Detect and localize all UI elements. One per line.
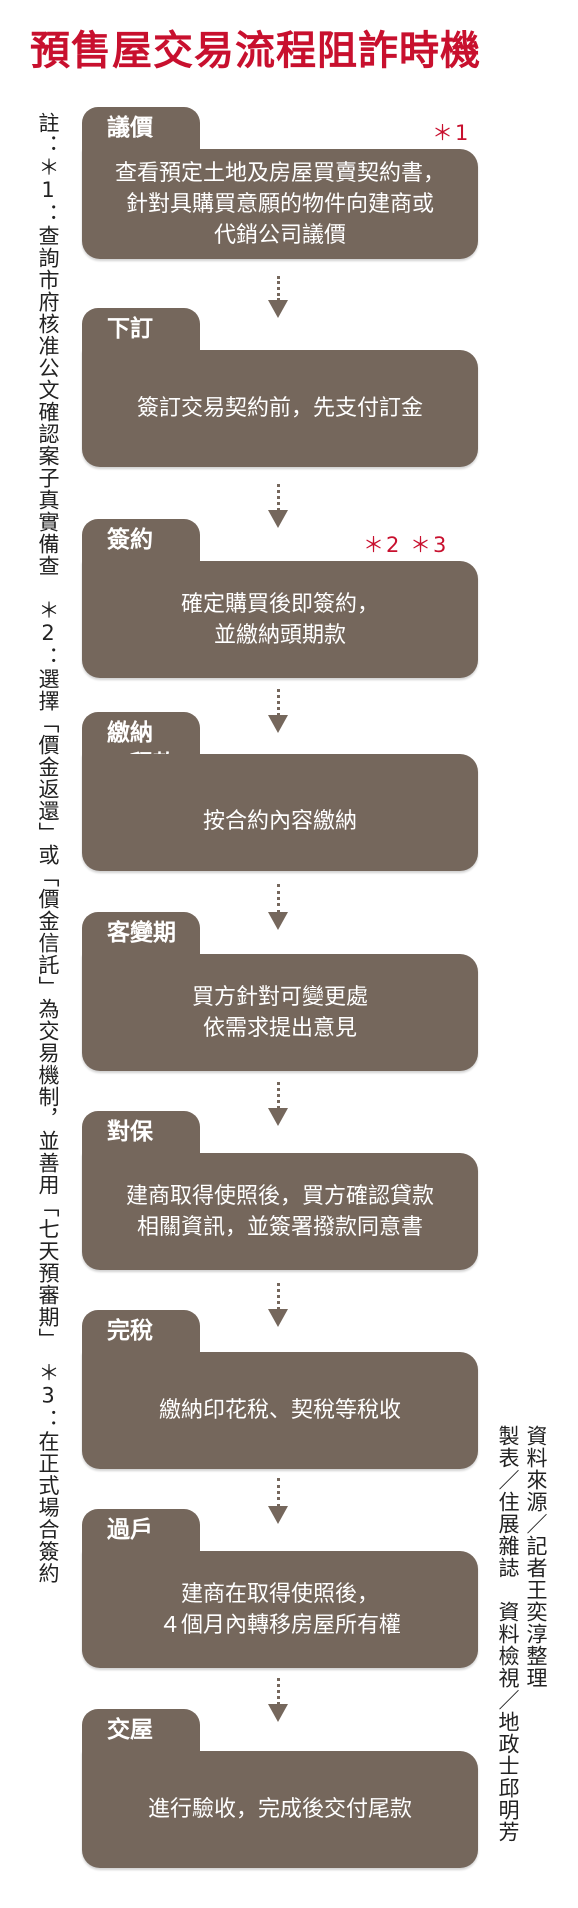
step-text: 確定購買後即簽約， 並繳納頭期款: [180, 591, 379, 648]
step-box: 按合約內容繳納: [82, 754, 478, 871]
source-credit: 資料來源／記者王奕淳整理: [524, 1425, 548, 1689]
step-box: 簽訂交易契約前，先支付訂金: [82, 350, 478, 467]
step-text: 建商取得使照後，買方確認貸款 相關資訊，並簽署撥款同意書: [125, 1183, 434, 1240]
flow-arrow: [268, 1678, 288, 1722]
page-title: 預售屋交易流程阻詐時機: [30, 27, 481, 74]
flow-arrow: [268, 884, 288, 930]
step-text: 查看預定土地及房屋買賣契約書， 針對具購買意願的物件向建商或 代銷公司議價: [114, 160, 445, 248]
step-text: 繳納印花稅、契稅等稅收: [158, 1398, 401, 1423]
step-text: 建商在取得使照後， ４個月內轉移房屋所有權: [158, 1581, 401, 1638]
step-box: 查看預定土地及房屋買賣契約書， 針對具購買意願的物件向建商或 代銷公司議價: [82, 149, 478, 259]
step-box: 進行驗收，完成後交付尾款: [82, 1751, 478, 1868]
step-box: 買方針對可變更處 依需求提出意見: [82, 954, 478, 1071]
step-text: 簽訂交易契約前，先支付訂金: [136, 396, 423, 421]
flow-arrow: [268, 689, 288, 733]
step-box: 建商在取得使照後， ４個月內轉移房屋所有權: [82, 1551, 478, 1668]
step-box: 繳納印花稅、契稅等稅收: [82, 1352, 478, 1469]
footnote-text: 註：＊1：查詢市府核准公文確認案子真實備查 ＊2：選擇「價金返還」或「價金信託」…: [36, 112, 60, 1585]
step-box: 確定購買後即簽約， 並繳納頭期款: [82, 561, 478, 678]
flow-arrow: [268, 1283, 288, 1327]
step-reference: ＊2 ＊3: [363, 533, 449, 557]
table-credit: 製表／住展雜誌 資料檢視／地政士邱明芳: [496, 1425, 520, 1843]
step-text: 買方針對可變更處 依需求提出意見: [191, 984, 368, 1041]
step-text: 進行驗收，完成後交付尾款: [147, 1797, 412, 1822]
flow-arrow: [268, 484, 288, 528]
flow-arrow: [268, 1082, 288, 1126]
flow-arrow: [268, 276, 288, 318]
step-text: 按合約內容繳納: [202, 809, 357, 834]
flow-arrow: [268, 1478, 288, 1524]
step-reference: ＊1: [432, 121, 471, 145]
step-box: 建商取得使照後，買方確認貸款 相關資訊，並簽署撥款同意書: [82, 1153, 478, 1270]
